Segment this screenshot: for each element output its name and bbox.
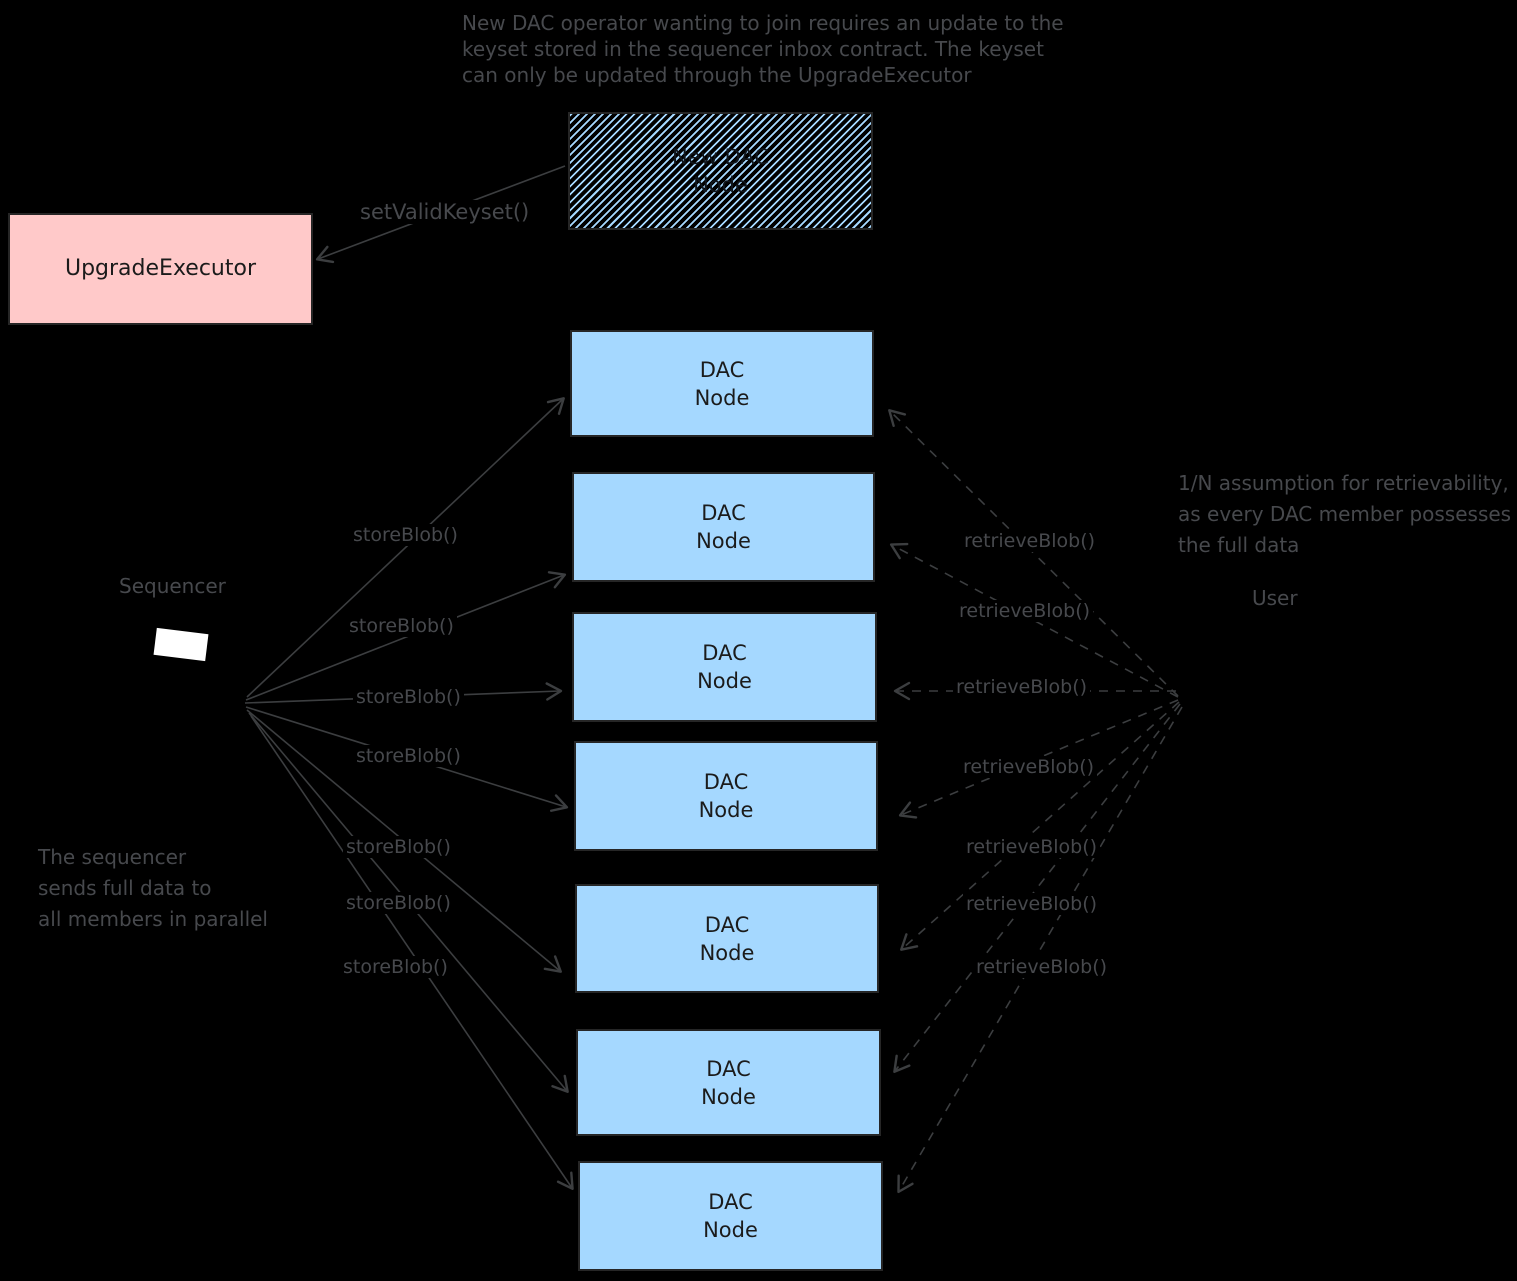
arrow-store-7 (250, 715, 574, 1191)
note-right-line: 1/N assumption for retrievability, (1178, 471, 1509, 495)
note-top: New DAC operator wanting to join require… (462, 10, 1064, 88)
note-right: 1/N assumption for retrievability, as ev… (1178, 468, 1511, 561)
note-left: The sequencer sends full data to all mem… (38, 842, 268, 935)
dac-node-label: DAC (703, 770, 749, 794)
dac-node-box-3: DAC Node (572, 612, 877, 722)
retrieve-blob-label-7: retrieveBlob() (973, 956, 1111, 978)
note-left-line: sends full data to (38, 876, 212, 900)
dac-node-label: Node (696, 529, 751, 553)
dac-node-label: DAC (706, 1056, 751, 1081)
store-blob-label-6: storeBlob() (343, 892, 454, 914)
dac-node-box-2: DAC Node (572, 472, 875, 582)
dac-node-label: DAC (701, 501, 746, 525)
dac-node-label: DAC (704, 912, 750, 937)
dac-node-label: DAC (708, 1190, 753, 1214)
dac-node-box-7: DAC Node (578, 1161, 883, 1271)
sequencer-label: Sequencer (119, 574, 226, 598)
retrieve-blob-label-2: retrieveBlob() (956, 600, 1094, 622)
retrieve-blob-label-6: retrieveBlob() (963, 893, 1101, 915)
dac-node-box-1: DAC Node (570, 330, 874, 437)
new-dac-node-label-line1: New DAC (672, 145, 769, 169)
arrow-retrieve-5 (900, 701, 1180, 951)
note-right-line: as every DAC member possesses (1178, 502, 1512, 526)
dac-node-label: Node (703, 1218, 758, 1242)
dac-node-label: Node (694, 385, 750, 410)
store-blob-label-4: storeBlob() (353, 745, 464, 767)
note-left-line: all members in parallel (38, 907, 268, 931)
note-top-line: can only be updated through the UpgradeE… (462, 63, 972, 87)
upgrade-executor-label: UpgradeExecutor (64, 256, 256, 281)
note-top-line: New DAC operator wanting to join require… (462, 11, 1064, 35)
dac-node-label: Node (698, 798, 754, 822)
store-blob-label-2: storeBlob() (346, 615, 457, 637)
upgrade-executor-box: UpgradeExecutor (8, 213, 313, 325)
note-right-line: the full data (1178, 533, 1300, 557)
note-top-line: keyset stored in the sequencer inbox con… (462, 37, 1044, 61)
store-blob-label-5: storeBlob() (343, 836, 454, 858)
arrow-retrieve-1 (888, 409, 1179, 697)
user-label: User (1252, 586, 1298, 610)
arrow-store-1 (246, 397, 565, 698)
retrieve-blob-label-5: retrieveBlob() (963, 836, 1101, 858)
dac-node-box-4: DAC Node (574, 741, 878, 851)
store-blob-label-7: storeBlob() (340, 956, 451, 978)
retrieve-blob-label-4: retrieveBlob() (960, 756, 1098, 778)
arrow-store-2 (245, 571, 567, 701)
new-dac-node-label-line2: Node (693, 173, 748, 197)
dac-node-label: DAC (699, 357, 745, 382)
store-blob-label-3: storeBlob() (353, 686, 464, 708)
dac-node-box-6: DAC Node (576, 1029, 881, 1136)
dac-node-label: Node (701, 1084, 756, 1109)
dac-node-label: Node (699, 940, 755, 965)
new-dac-node-box: New DAC Node (568, 112, 873, 230)
store-blob-label-1: storeBlob() (350, 524, 461, 546)
arrow-retrieve-7 (897, 706, 1183, 1194)
dac-node-label: DAC (702, 641, 747, 665)
note-left-line: The sequencer (38, 845, 187, 869)
dac-node-label: Node (697, 669, 752, 693)
set-valid-keyset-label: setValidKeyset() (357, 200, 533, 224)
retrieve-blob-label-3: retrieveBlob() (953, 676, 1091, 698)
dac-node-box-5: DAC Node (575, 884, 879, 993)
retrieve-blob-label-1: retrieveBlob() (961, 530, 1099, 552)
